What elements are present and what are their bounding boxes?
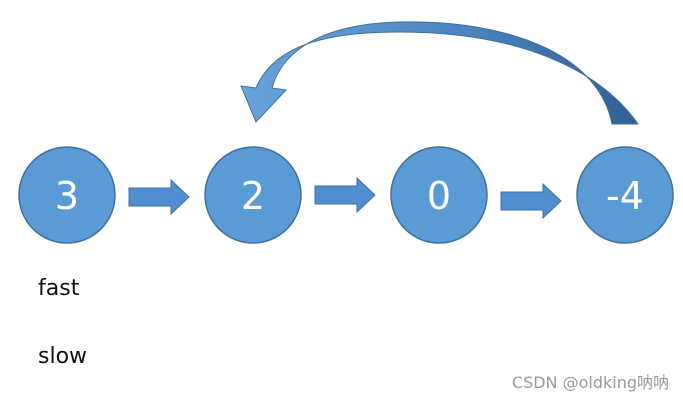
slow-pointer-label: slow — [38, 344, 88, 369]
node-value: 3 — [55, 174, 79, 218]
list-node: 3 — [18, 146, 116, 244]
next-arrow — [128, 178, 190, 216]
watermark: CSDN @oldking呐呐 — [511, 373, 669, 392]
list-node: 2 — [204, 146, 302, 244]
list-node: -4 — [576, 146, 674, 244]
fast-pointer-label: fast — [38, 276, 80, 301]
node-value: 0 — [427, 174, 451, 218]
next-arrow — [314, 176, 376, 214]
cycle-arrow — [240, 21, 639, 125]
node-value: -4 — [606, 174, 644, 218]
list-node: 0 — [390, 146, 488, 244]
next-arrow — [500, 182, 562, 220]
node-value: 2 — [241, 174, 265, 218]
